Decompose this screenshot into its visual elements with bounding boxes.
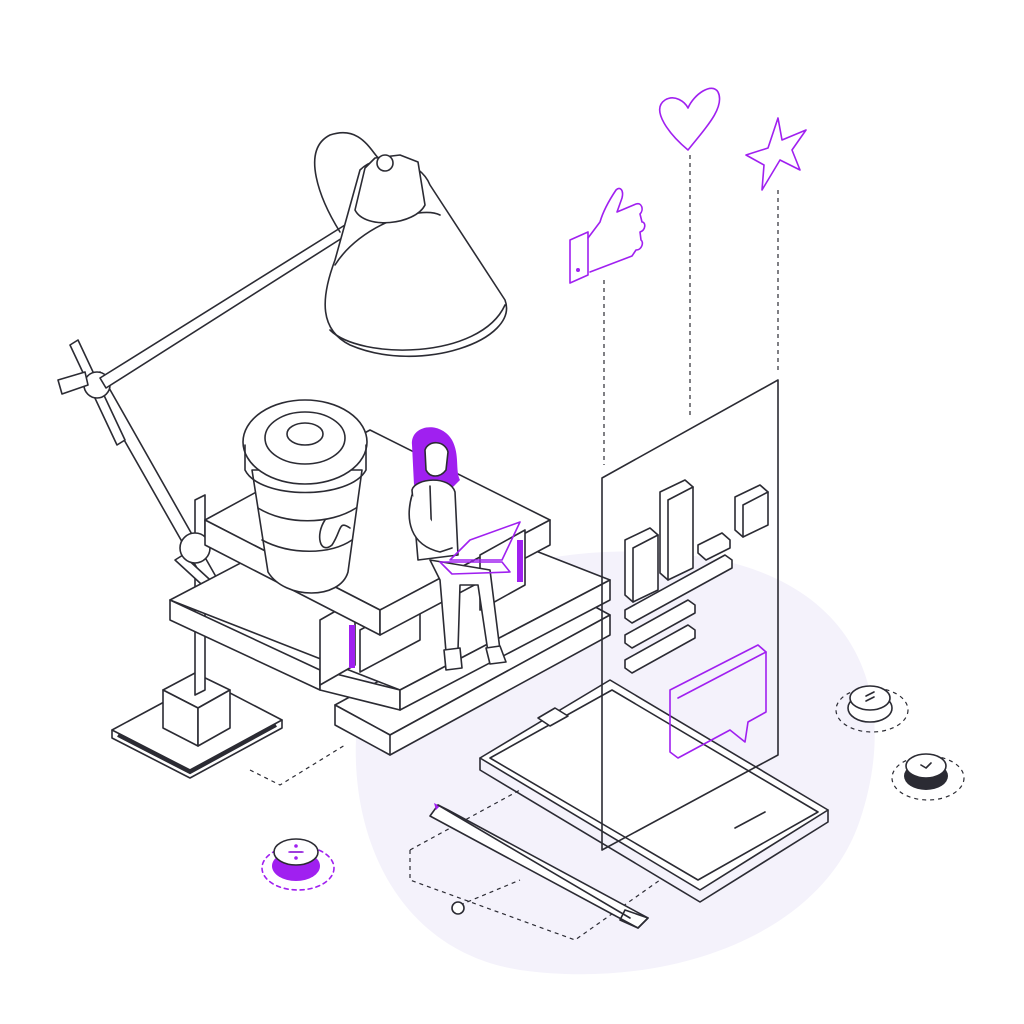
pause-button-icon — [835, 685, 909, 733]
chat-bubble-icon — [669, 644, 767, 759]
percent-button-icon — [261, 838, 335, 891]
pencil — [429, 803, 649, 929]
coffee-cup — [242, 399, 368, 594]
heart-icon — [658, 87, 721, 151]
person-with-laptop — [408, 427, 521, 671]
desk-lamp — [57, 132, 508, 779]
floating-icon-links — [603, 155, 779, 465]
thumbs-up-icon — [569, 187, 646, 284]
bar-chart-icon — [624, 479, 769, 603]
smartphone-device — [479, 679, 829, 903]
dashboard-glass-panel — [601, 379, 779, 851]
check-button-icon — [891, 753, 965, 801]
star-icon — [745, 117, 807, 191]
